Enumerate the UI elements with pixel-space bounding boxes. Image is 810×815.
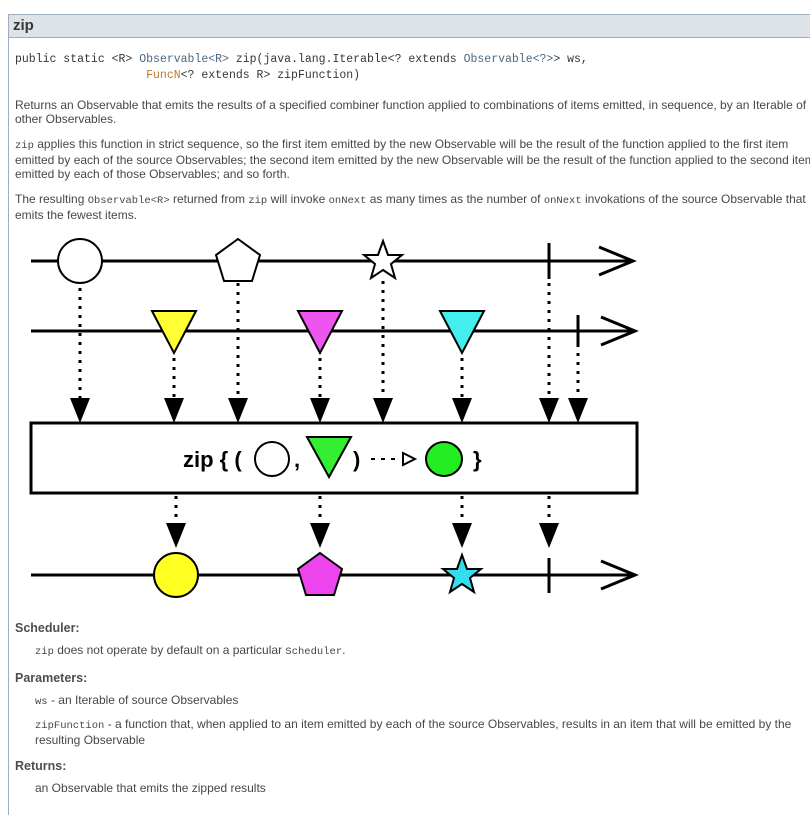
type-link[interactable]: Observable<R> [139, 53, 229, 66]
pentagon-magenta-marble [296, 551, 344, 596]
scheduler-heading: Scheduler: [15, 621, 80, 635]
text: applies this function in strict sequence… [15, 137, 810, 181]
code: onNext [543, 195, 582, 207]
scheduler-text: zip does not operate by default on a par… [35, 643, 810, 659]
arrowheads [70, 398, 588, 548]
circle-yellow-marble [153, 552, 199, 598]
comma: , [294, 447, 300, 472]
sig-text: public static <R> [15, 53, 140, 66]
type-link[interactable]: Observable<?> [463, 53, 554, 66]
type-link[interactable]: FuncN [146, 69, 181, 82]
cloud-green-icon [425, 441, 463, 477]
description: The resulting Observable<R> returned fro… [15, 192, 810, 222]
triangle-green-icon [305, 436, 353, 480]
param: zipFunction - a function that, when appl… [35, 717, 805, 747]
description: Returns an Observable that emits the res… [15, 98, 807, 126]
param-name: zipFunction [35, 720, 105, 732]
circle-marble [57, 238, 103, 284]
pentagon-marble [214, 237, 262, 282]
returns-text: an Observable that emits the zipped resu… [35, 781, 266, 795]
star-cyan-marble [440, 552, 484, 595]
arrow-icon [600, 559, 639, 591]
text: does not operate by default on a particu… [53, 643, 286, 657]
sig-text: > ws, [553, 53, 588, 66]
code: Observable<R> [87, 195, 170, 207]
triangle-cyan-marble [438, 310, 486, 356]
text: The resulting [15, 192, 88, 206]
param-name: ws [35, 696, 48, 708]
code: Scheduler [285, 646, 343, 658]
param: ws - an Iterable of source Observables [35, 693, 810, 709]
text: returned from [169, 192, 249, 206]
sig-text: zip(java.lang.Iterable<? extends [228, 53, 464, 66]
arrow-icon [402, 451, 418, 467]
sig-text: <? extends R> zipFunction) [180, 69, 361, 82]
code: zip [15, 140, 34, 152]
cloud-icon [254, 441, 290, 477]
zip-label: zip { ( [183, 447, 242, 472]
text: will invoke [267, 192, 329, 206]
triangle-magenta-marble [296, 310, 344, 356]
method-detail: zip public static <R> Observable<R> zip(… [8, 14, 810, 815]
text: invokations of the source Observable tha… [15, 192, 806, 222]
paren: ) [353, 447, 360, 472]
text: . [342, 643, 346, 657]
triangle-yellow-marble [150, 310, 198, 356]
marble-diagram: zip { ( , ) } [29, 237, 639, 598]
description: zip applies this function in strict sequ… [15, 137, 810, 181]
arrow-icon [598, 245, 637, 277]
star-marble [361, 238, 405, 281]
method-signature: public static <R> Observable<R> zip(java… [15, 52, 810, 84]
text: as many times as the number of [366, 192, 544, 206]
dotted-arrows [78, 281, 580, 523]
parameters-heading: Parameters: [15, 671, 88, 685]
returns-heading: Returns: [15, 759, 67, 773]
param-desc: - a function that, when applied to an it… [35, 717, 792, 747]
method-title: zip [9, 15, 810, 38]
brace: } [473, 447, 482, 472]
param-desc: - an Iterable of source Observables [47, 693, 239, 707]
method-details: Scheduler: zip does not operate by defau… [15, 621, 810, 795]
code: zip [248, 195, 268, 207]
code: onNext [328, 195, 367, 207]
timelines [31, 243, 639, 593]
arrow-icon [600, 315, 639, 347]
code: zip [35, 646, 54, 658]
